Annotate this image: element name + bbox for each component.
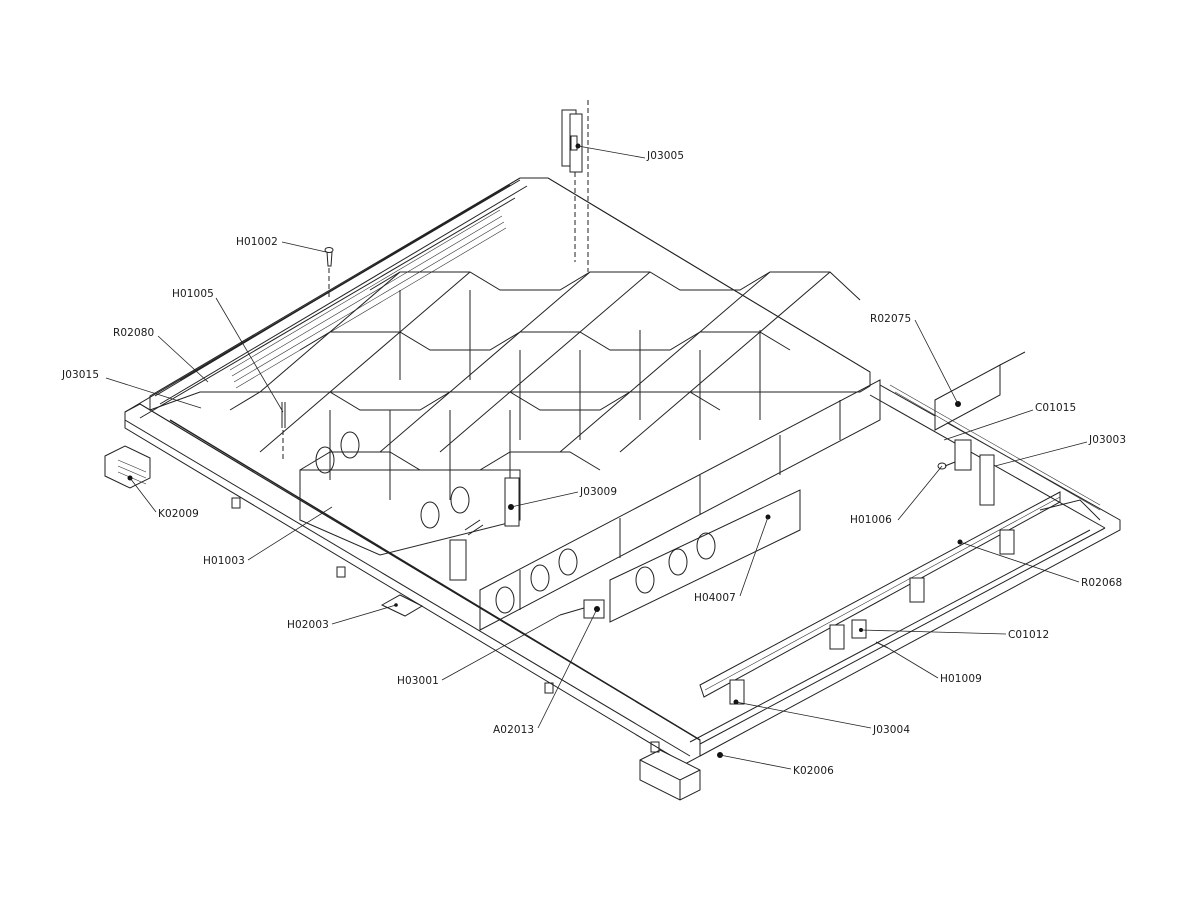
callout-r02068: R02068 xyxy=(1081,577,1123,589)
screw-h01002 xyxy=(324,247,334,300)
callout-h01003: H01003 xyxy=(203,555,245,567)
callout-h01002: H01002 xyxy=(236,236,278,248)
latch-j03005 xyxy=(561,100,589,272)
pin-h01005 xyxy=(281,402,286,460)
callout-h01005: H01005 xyxy=(172,288,214,300)
front-panel xyxy=(449,379,881,631)
right-rail xyxy=(699,491,1101,705)
callout-j03009: J03009 xyxy=(580,486,618,498)
callout-j03004: J03004 xyxy=(873,724,911,736)
callout-h04007: H04007 xyxy=(694,592,736,604)
callout-h02003: H02003 xyxy=(287,619,329,631)
callout-j03005: J03005 xyxy=(647,150,685,162)
panel-r02075 xyxy=(934,351,1026,431)
top-plate xyxy=(149,177,871,411)
right-latches xyxy=(889,384,1101,511)
callout-a02013: A02013 xyxy=(493,724,535,736)
callout-j03015: J03015 xyxy=(62,369,100,381)
callout-c01015: C01015 xyxy=(1035,402,1077,414)
callout-h03001: H03001 xyxy=(397,675,439,687)
callout-k02006: K02006 xyxy=(793,765,834,777)
cell-grid xyxy=(229,271,861,556)
callout-h01009: H01009 xyxy=(940,673,982,685)
callout-r02075: R02075 xyxy=(870,313,912,325)
leader-lines xyxy=(105,145,1088,770)
callout-k02009: K02009 xyxy=(158,508,199,520)
base-frame xyxy=(104,184,1121,801)
callout-c01012: C01012 xyxy=(1008,629,1050,641)
callout-r02080: R02080 xyxy=(113,327,155,339)
callout-h01006: H01006 xyxy=(850,514,892,526)
callout-j03003: J03003 xyxy=(1089,434,1127,446)
